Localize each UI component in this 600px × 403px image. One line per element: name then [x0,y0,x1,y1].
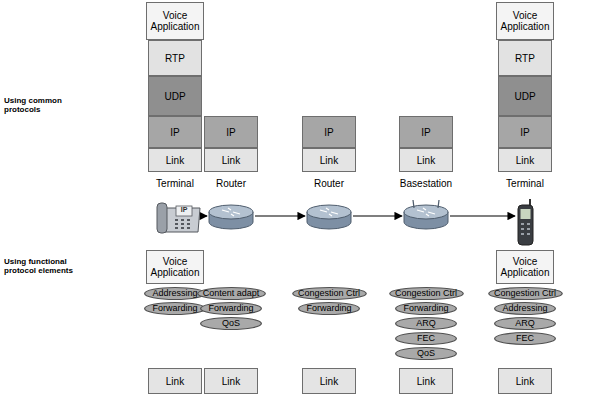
node-text: FEC [516,334,534,344]
link-layer-box: Link [204,148,258,172]
node-text: Voice Application [147,10,203,32]
node-text: Forwarding [306,304,351,314]
application-layer-box: Voice Application [146,2,204,40]
device-label: Router [294,178,364,190]
flow-arrow [255,215,305,216]
application-layer-box: Voice Application [496,2,554,40]
row-heading: Using functional protocol elements [4,257,84,275]
node-text: UDP [514,91,535,102]
protocol-element-oval: Congestion Ctrl [292,287,367,300]
device-label: Terminal [490,178,560,190]
protocol-element-oval: ARQ [395,317,457,330]
node-text: Link [320,376,338,387]
node-text: Voice Application [497,10,553,32]
device-label: Terminal [140,178,210,190]
node-text: Link [516,376,534,387]
node-text: IP [520,127,529,138]
node-text: Link [222,376,240,387]
device-label: Router [196,178,266,190]
node-text: FEC [417,334,435,344]
protocol-layer-box: UDP [498,76,552,116]
node-text: Forwarding [403,304,448,314]
link-layer-box: Link [148,368,202,394]
link-layer-box: Link [204,368,258,394]
link-layer-box: Link [498,368,552,394]
link-layer-box: Link [498,148,552,172]
protocol-element-oval: ARQ [494,317,556,330]
node-text: Voice Application [497,256,553,278]
node-text: ARQ [515,319,535,329]
node-text: Congestion Ctrl [494,289,556,299]
node-text: Forwarding [208,304,253,314]
ip-phone-icon [157,203,200,233]
phone-display-text: IP [176,206,192,214]
node-text: Addressing [152,289,197,299]
node-text: Link [222,155,240,166]
protocol-element-oval: Forwarding [298,302,360,315]
node-text: Link [417,376,435,387]
protocol-layer-box: IP [302,116,356,148]
protocol-layer-box: IP [399,116,453,148]
node-text: Addressing [502,304,547,314]
link-layer-box: Link [302,368,356,394]
protocol-layer-box: IP [148,116,202,148]
protocol-element-oval: Addressing [494,302,556,315]
flow-arrow [201,215,207,216]
protocol-layer-box: UDP [148,76,202,116]
row-heading: Using common protocols [4,96,84,114]
protocol-element-oval: QoS [200,317,262,330]
application-layer-box: Voice Application [496,250,554,284]
link-layer-box: Link [399,148,453,172]
basestation-icon [404,200,448,229]
node-text: Link [417,155,435,166]
protocol-element-oval: Content adapt [197,287,266,300]
protocol-element-oval: FEC [395,332,457,345]
node-text: IP [421,127,430,138]
device-label: Basestation [386,178,466,190]
protocol-layer-box: IP [204,116,258,148]
node-text: Content adapt [203,289,260,299]
router-icon [307,205,351,229]
protocol-element-oval: Forwarding [144,302,206,315]
node-text: Link [320,155,338,166]
protocol-layer-box: RTP [498,40,552,76]
node-text: Link [166,376,184,387]
link-layer-box: Link [148,148,202,172]
node-text: Link [516,155,534,166]
node-text: IP [324,127,333,138]
mobile-phone-icon [518,199,533,245]
router-icon [209,205,253,229]
protocol-element-oval: Forwarding [200,302,262,315]
node-text: RTP [515,53,535,64]
link-layer-box: Link [302,148,356,172]
node-text: IP [226,127,235,138]
node-text: UDP [164,91,185,102]
protocol-element-oval: FEC [494,332,556,345]
application-layer-box: Voice Application [146,250,204,284]
node-text: QoS [417,349,435,359]
flow-arrow [353,215,402,216]
node-text: RTP [165,53,185,64]
protocol-element-oval: QoS [395,347,457,360]
protocol-element-oval: Congestion Ctrl [488,287,563,300]
node-text: QoS [222,319,240,329]
flow-arrow [450,215,515,216]
protocol-element-oval: Forwarding [395,302,457,315]
protocol-layer-box: IP [498,116,552,148]
node-text: IP [170,127,179,138]
node-text: ARQ [416,319,436,329]
protocol-element-oval: Congestion Ctrl [389,287,464,300]
node-text: Forwarding [152,304,197,314]
node-text: Congestion Ctrl [395,289,457,299]
link-layer-box: Link [399,368,453,394]
node-text: Voice Application [147,256,203,278]
node-text: Link [166,155,184,166]
protocol-layer-box: RTP [148,40,202,76]
node-text: Congestion Ctrl [298,289,360,299]
